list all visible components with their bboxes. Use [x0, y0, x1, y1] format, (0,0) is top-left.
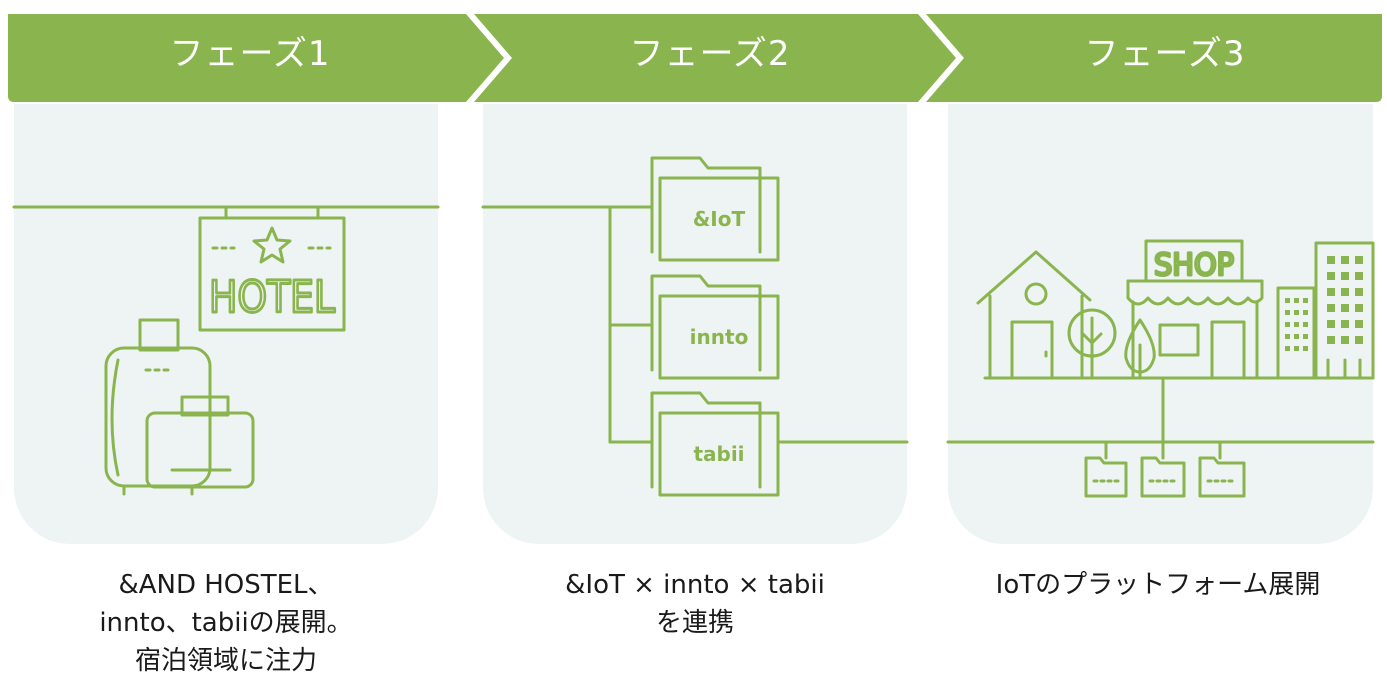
caption-line: を連携	[655, 608, 734, 638]
folder-icon	[1084, 456, 1128, 498]
caption-line: &AND HOSTEL、	[118, 570, 334, 600]
phase-1-arrow	[8, 14, 504, 102]
phase-1-title: フェーズ1	[169, 34, 331, 74]
phase-3-arrow	[926, 14, 1382, 102]
suitcase-icon	[104, 318, 212, 496]
tree-icon	[1124, 318, 1156, 380]
folder-icon	[650, 274, 780, 380]
caption-line: 宿泊領域に注力	[134, 646, 317, 676]
folder-label-iot: &IoT	[693, 207, 746, 231]
shop-icon: SHOP	[1126, 239, 1264, 380]
phase-3-caption: IoTのプラットフォーム展開	[938, 566, 1378, 604]
folder-icon	[650, 391, 780, 497]
briefcase-icon	[145, 395, 255, 489]
caption-line: &IoT × innto × tabii	[565, 570, 825, 600]
phase-1-caption: &AND HOSTEL、 innto、tabiiの展開。 宿泊領域に注力	[14, 566, 438, 680]
folder-label-tabii: tabii	[693, 442, 744, 466]
building-windows	[1285, 256, 1363, 351]
phase-2-title: フェーズ2	[629, 34, 791, 74]
folder-icon	[1140, 456, 1186, 498]
shop-sign-text: SHOP	[1154, 248, 1234, 283]
folder-icon	[650, 156, 780, 262]
caption-line: innto、tabiiの展開。	[99, 608, 353, 638]
caption-line: IoTのプラットフォーム展開	[995, 570, 1321, 600]
folder-label-innto: innto	[690, 325, 749, 349]
house-icon	[976, 250, 1092, 380]
hotel-sign-icon: HOTEL	[198, 205, 346, 332]
folder-icon	[1198, 456, 1246, 498]
hotel-sign-text: HOTEL	[209, 272, 335, 323]
phase-banner	[8, 14, 1382, 102]
phase-2-arrow	[474, 14, 956, 102]
phase-2-caption: &IoT × innto × tabii を連携	[483, 566, 907, 642]
phase-3-title: フェーズ3	[1084, 34, 1246, 74]
building-icon	[1276, 241, 1375, 380]
tree-icon	[1067, 308, 1117, 380]
